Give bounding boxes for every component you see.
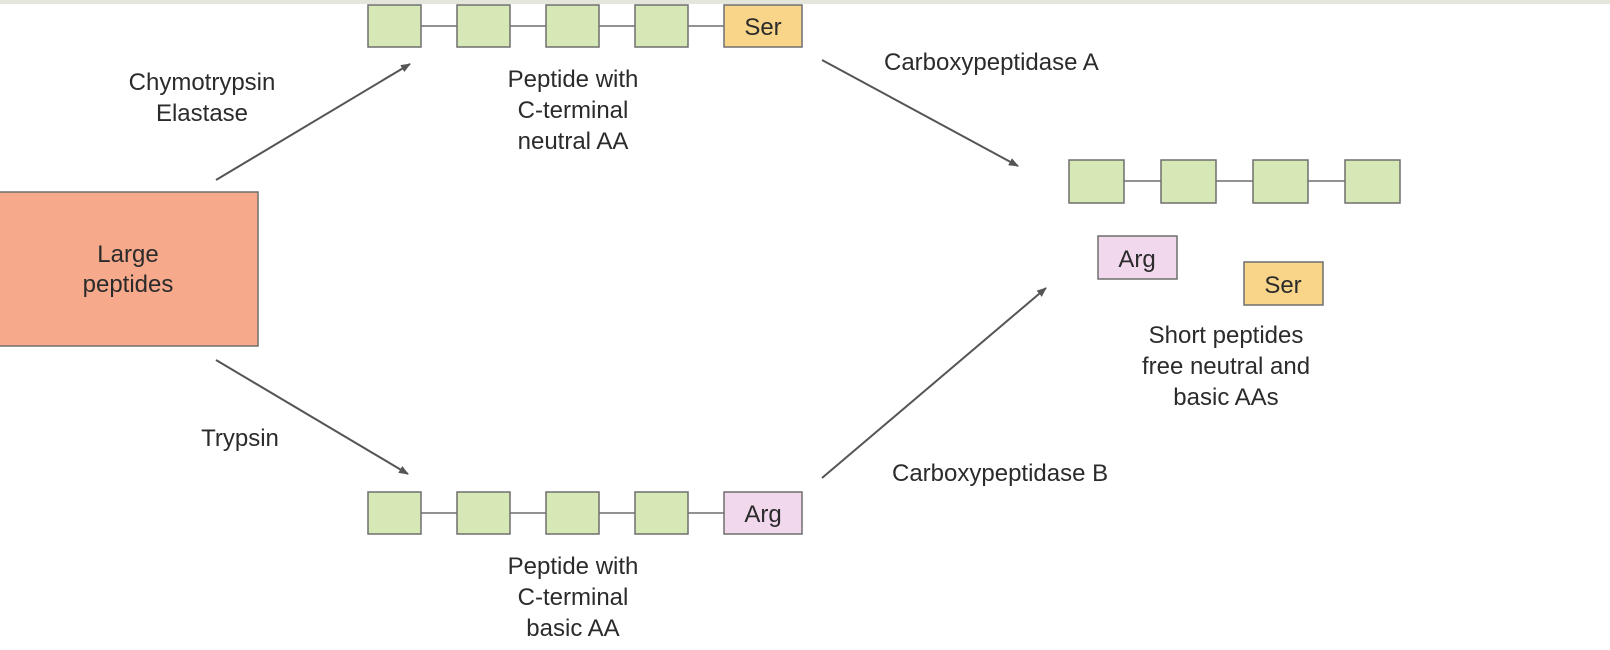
- peptide-residue: [456, 4, 511, 48]
- products-caption-line2: free neutral and: [1142, 353, 1310, 380]
- peptide-residue: [367, 491, 422, 535]
- large-peptides-box: [0, 191, 259, 347]
- arrow-to-basic-peptide: [215, 359, 409, 475]
- large-peptides-node: Large peptides: [0, 191, 259, 347]
- products-caption-line3: basic AAs: [1173, 384, 1278, 411]
- peptide-residue: [1344, 159, 1401, 204]
- peptide-residue: [545, 4, 600, 48]
- ser-terminal-label: Ser: [744, 14, 781, 41]
- carboxypeptidase-a-label: Carboxypeptidase A: [884, 49, 1099, 76]
- chymotrypsin-label: Chymotrypsin: [129, 69, 276, 96]
- peptide-residue: [1252, 159, 1309, 204]
- peptide-chain-neutral: Ser: [367, 4, 803, 48]
- peptide-residue: [634, 491, 689, 535]
- arg-terminal-residue: [723, 491, 803, 535]
- large-peptides-label-line2: peptides: [83, 271, 174, 298]
- elastase-label: Elastase: [156, 100, 248, 127]
- neutral-peptide-caption-line3: neutral AA: [518, 128, 629, 155]
- short-peptide-chain: [1068, 159, 1401, 204]
- arrow-to-products-from-a: [821, 59, 1019, 167]
- neutral-peptide-caption-line2: C-terminal: [518, 97, 629, 124]
- peptide-residue: [456, 491, 511, 535]
- trypsin-label: Trypsin: [201, 425, 279, 452]
- free-arg-box: [1097, 235, 1178, 280]
- neutral-peptide-caption-line1: Peptide with: [508, 66, 639, 93]
- arrow-to-neutral-peptide: [215, 63, 411, 181]
- peptide-chain-basic: Arg: [367, 491, 803, 535]
- ser-terminal-residue: [723, 4, 803, 48]
- large-peptides-label-line1: Large: [97, 241, 158, 268]
- arg-terminal-label: Arg: [744, 501, 781, 528]
- free-ser-residue: Ser: [1243, 261, 1324, 306]
- free-arg-residue: Arg: [1097, 235, 1178, 280]
- products-caption-line1: Short peptides: [1149, 322, 1304, 349]
- free-ser-label: Ser: [1264, 272, 1301, 299]
- peptide-residue: [634, 4, 689, 48]
- top-strip: [0, 0, 1610, 4]
- peptide-residue: [1068, 159, 1125, 204]
- basic-peptide-caption-line3: basic AA: [526, 615, 619, 642]
- peptide-residue: [1160, 159, 1217, 204]
- free-arg-label: Arg: [1118, 246, 1155, 273]
- basic-peptide-caption-line1: Peptide with: [508, 553, 639, 580]
- carboxypeptidase-b-label: Carboxypeptidase B: [892, 460, 1108, 487]
- peptide-residue: [367, 4, 422, 48]
- peptide-residue: [545, 491, 600, 535]
- arrow-to-products-from-b: [821, 287, 1047, 479]
- basic-peptide-caption-line2: C-terminal: [518, 584, 629, 611]
- free-ser-box: [1243, 261, 1324, 306]
